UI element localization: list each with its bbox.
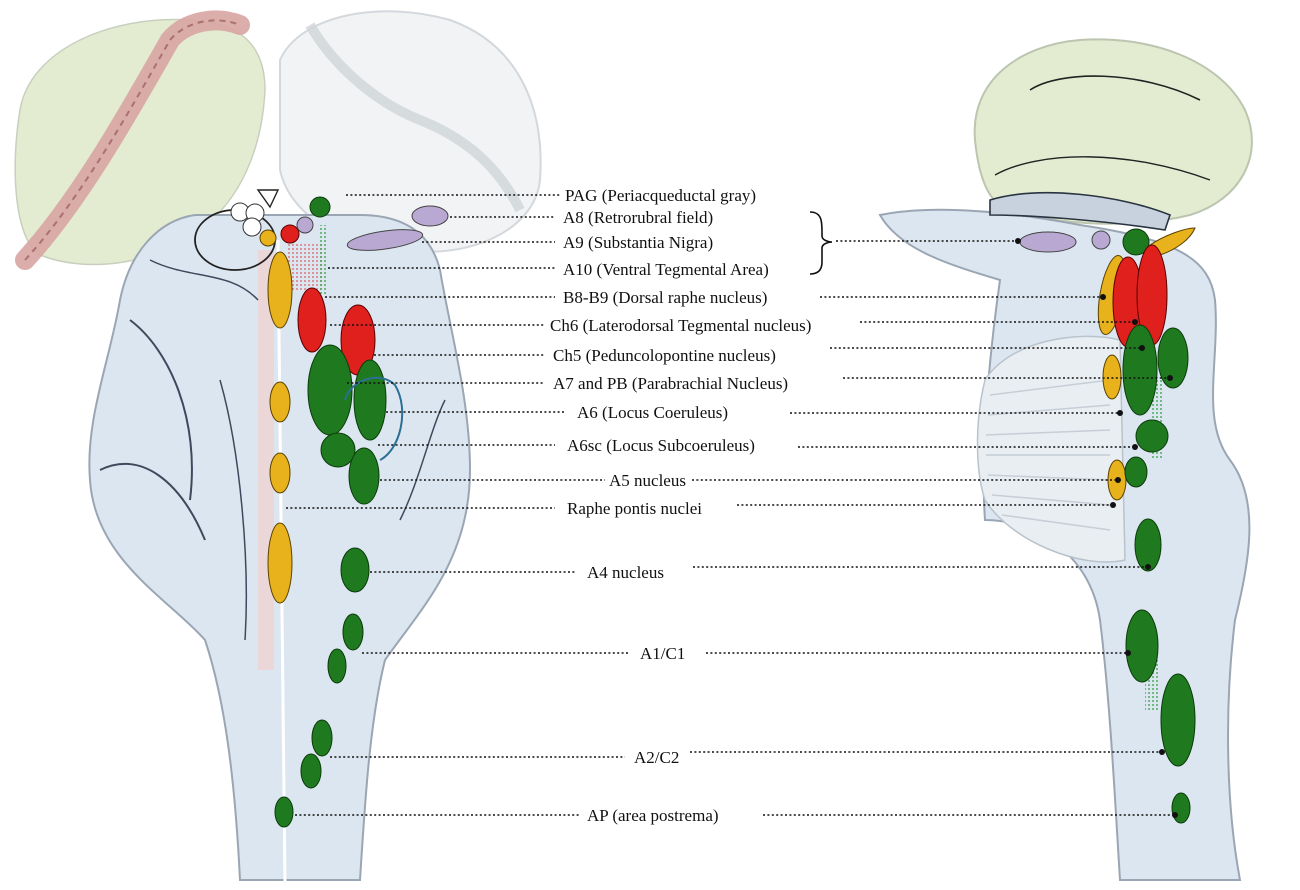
green-dotted-column (318, 225, 326, 295)
right-a9-nucleus (1019, 231, 1077, 253)
cerebellum-striped (976, 335, 1126, 563)
labels: PAG (Periacqueductal gray) A8 (Retrorubr… (550, 186, 811, 825)
hemisphere-sulcus (305, 22, 525, 213)
fold-1 (129, 319, 193, 501)
label-a2-c2: A2/C2 (634, 748, 679, 767)
label-a8: A8 (Retrorubral field) (563, 208, 713, 227)
raphe-yellow-1 (269, 381, 291, 423)
fold-5 (149, 259, 259, 301)
a10-nucleus (280, 224, 300, 244)
left-brain-view (14, 10, 542, 886)
a9-nucleus (346, 229, 424, 251)
right-a1-c1-nucleus (1125, 609, 1159, 683)
label-raphe-pontis: Raphe pontis nuclei (567, 499, 702, 518)
thalamic-shelf (989, 192, 1171, 231)
aqueduct-triangle (256, 189, 280, 209)
right-hemisphere-fold (1029, 75, 1201, 101)
right-ap-nucleus (1171, 792, 1191, 824)
raphe-yellow-2 (269, 452, 291, 494)
cerebellum-lines (985, 379, 1111, 531)
right-a10-small (1091, 230, 1111, 250)
label-ch5: Ch5 (Peduncolopontine nucleus) (553, 346, 776, 365)
right-hemisphere-fold-2 (994, 156, 1211, 181)
corticospinal-tract (15, 10, 250, 270)
a7-pb-nucleus (307, 344, 353, 436)
label-a10: A10 (Ventral Tegmental Area) (563, 260, 769, 279)
colliculus (242, 217, 262, 237)
label-b8-b9: B8-B9 (Dorsal raphe nucleus) (563, 288, 767, 307)
label-a6: A6 (Locus Coeruleus) (577, 403, 728, 422)
label-ap: AP (area postrema) (587, 806, 719, 825)
leader-lines (286, 194, 1178, 818)
b8-b9-nucleus-yellow (259, 229, 277, 247)
a1-c1-nucleus-1 (342, 613, 364, 651)
label-a4: A4 nucleus (587, 563, 664, 582)
right-yellow-strip (1149, 227, 1196, 256)
right-raphe-yellow-2 (1102, 354, 1122, 400)
a2-c2-nucleus-2 (300, 753, 322, 789)
label-a7-pb: A7 and PB (Parabrachial Nucleus) (553, 374, 788, 393)
label-a6sc: A6sc (Locus Subcoeruleus) (567, 436, 755, 455)
ap-nucleus (274, 796, 294, 828)
a6-nucleus (353, 359, 387, 441)
right-a7-pb-nucleus (1122, 324, 1158, 416)
a9-small-lilac (296, 216, 314, 234)
a2-c2-nucleus-1 (311, 719, 333, 757)
a4-nucleus (340, 547, 370, 593)
ch6-nucleus (297, 287, 327, 353)
right-a4-nucleus (1134, 518, 1162, 572)
label-pag: PAG (Periacqueductal gray) (565, 186, 756, 205)
pag-nucleus (309, 196, 331, 218)
raphe-ellipse (267, 251, 293, 329)
label-a5: A5 nucleus (609, 471, 686, 490)
right-pag-nucleus (1122, 228, 1150, 256)
right-brain-view (878, 38, 1253, 881)
a6-outline-arc (344, 376, 404, 461)
fold-3 (219, 379, 248, 641)
leader-end-dots (1015, 238, 1178, 818)
label-a1-c1: A1/C1 (640, 644, 685, 663)
a6sc-nucleus (320, 432, 356, 468)
a8-nucleus (411, 205, 449, 227)
fold-2 (99, 462, 206, 541)
fold-4 (399, 399, 446, 521)
right-a5-nucleus (1124, 456, 1148, 488)
right-a6-nucleus (1157, 327, 1189, 389)
label-a9: A9 (Substantia Nigra) (563, 233, 713, 252)
right-a6sc-nucleus (1135, 419, 1169, 453)
a5-nucleus (348, 447, 380, 505)
raphe-yellow-3 (267, 522, 293, 604)
bracket (809, 211, 833, 275)
label-ch6: Ch6 (Laterodorsal Tegmental nucleus) (550, 316, 811, 335)
a1-c1-nucleus-2 (327, 648, 347, 684)
right-a2-c2-nucleus (1160, 673, 1196, 767)
